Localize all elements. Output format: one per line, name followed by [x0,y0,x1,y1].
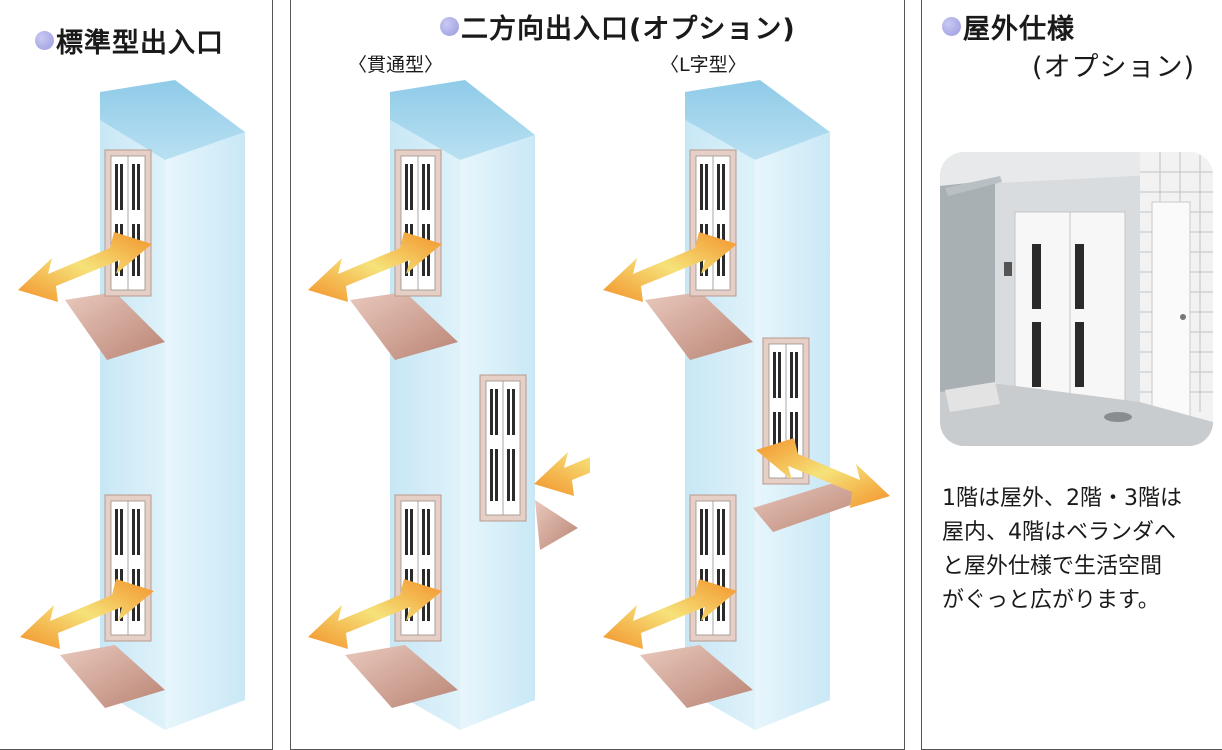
door-icon [104,494,152,642]
door-icon [394,494,442,642]
door-icon [394,149,442,297]
door-icon [479,374,527,522]
two-way-arrow-icon [534,426,590,496]
outdoor-spec-heading-option: (オプション) [1032,52,1196,83]
standard-entrance-illustration [18,80,245,730]
bullet-icon [440,17,459,36]
through-type-label: 〈貫通型〉 [348,54,444,76]
outdoor-spec-description: 1階は屋外、2階・3階は 屋内、4階はベランダへ と屋外仕様で生活空間 がぐっと… [942,486,1182,613]
two-way-entrance-heading: 二方向出入口(オプション) [440,16,796,43]
outdoor-spec-heading: 屋外仕様 [942,16,1075,43]
standard-entrance-heading: 標準型出入口 [35,30,224,57]
through-type-illustration [308,80,590,730]
outdoor-entrance-photo [940,152,1213,446]
door-icon [689,494,737,642]
bullet-icon [35,31,54,50]
l-type-illustration [603,80,890,730]
bullet-icon [942,17,961,36]
door-icon [104,149,152,297]
door-icon [689,149,737,297]
l-type-label: 〈L字型〉 [660,54,747,76]
